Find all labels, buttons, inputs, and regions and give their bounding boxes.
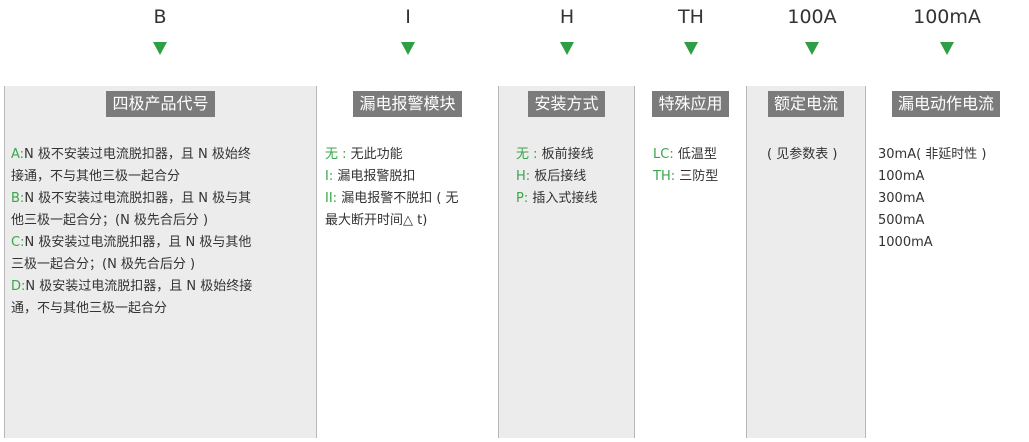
list-item: 通，不与其他三极一起合分 [11, 301, 168, 316]
list-item: 三极一起合分；(N 极先合后分 ) [11, 257, 196, 272]
column-header: 四极产品代号 [5, 91, 316, 117]
column-header: 额定电流 [747, 91, 865, 117]
column-four-pole-code: 四极产品代号 A:N 极不安装过电流脱扣器，且 N 极始终 接通，不与其他三极一… [4, 86, 317, 438]
list-item: 100mA [878, 169, 925, 184]
list-item: TH: 三防型 [653, 169, 719, 184]
column-mounting: 安装方式 无 : 板前接线 H: 板后接线 P: 插入式接线 [499, 86, 635, 438]
list-item: I: 漏电报警脱扣 [325, 169, 416, 184]
column-title: 特殊应用 [652, 91, 729, 117]
arrow-down-icon [805, 42, 819, 55]
list-item: 300mA [878, 191, 925, 206]
column-leakage-alarm: 漏电报警模块 无 : 无此功能 I: 漏电报警脱扣 II: 漏电报警不脱扣 ( … [317, 86, 499, 438]
list-item: 接通，不与其他三极一起合分 [11, 169, 181, 184]
column-body: 无 : 板前接线 H: 板后接线 P: 插入式接线 [499, 144, 634, 210]
column-header: 漏电报警模块 [317, 91, 498, 117]
list-item: 1000mA [878, 235, 933, 250]
list-item: 他三极一起合分；(N 极先合后分 ) [11, 213, 209, 228]
column-body: ( 见参数表 ) [747, 144, 865, 166]
column-rated-current: 额定电流 ( 见参数表 ) [747, 86, 866, 438]
arrow-down-icon [684, 42, 698, 55]
column-title: 安装方式 [528, 91, 605, 117]
column-body: A:N 极不安装过电流脱扣器，且 N 极始终 接通，不与其他三极一起合分 B:N… [5, 144, 316, 320]
list-item: P: 插入式接线 [516, 191, 598, 206]
list-item: ( 见参数表 ) [767, 147, 838, 162]
column-title: 四极产品代号 [106, 91, 215, 117]
column-title: 漏电动作电流 [891, 91, 1000, 117]
arrow-down-icon [401, 42, 415, 55]
list-item: 30mA( 非延时性 ) [878, 147, 987, 162]
column-header: 安装方式 [499, 91, 634, 117]
arrow-down-icon [560, 42, 574, 55]
column-special-application: 特殊应用 LC: 低温型 TH: 三防型 [635, 86, 747, 438]
code-100ma: 100mA [913, 6, 981, 28]
list-item: B:N 极不安装过电流脱扣器，且 N 极与其 [11, 191, 252, 206]
list-item: LC: 低温型 [653, 147, 717, 162]
arrow-down-icon [153, 42, 167, 55]
column-body: 30mA( 非延时性 ) 100mA 300mA 500mA 1000mA [866, 144, 1026, 254]
code-b: B [153, 6, 167, 28]
code-i: I [405, 6, 411, 28]
column-leakage-operating-current: 漏电动作电流 30mA( 非延时性 ) 100mA 300mA 500mA 10… [866, 86, 1026, 438]
list-item: H: 板后接线 [516, 169, 587, 184]
code-h: H [559, 6, 575, 28]
list-item: II: 漏电报警不脱扣 ( 无 [325, 191, 459, 206]
column-header: 漏电动作电流 [866, 91, 1026, 117]
column-title: 漏电报警模块 [353, 91, 462, 117]
list-item: C:N 极安装过电流脱扣器，且 N 极与其他 [11, 235, 252, 250]
list-item: 无 : 无此功能 [325, 147, 403, 162]
column-body: LC: 低温型 TH: 三防型 [635, 144, 746, 188]
code-100a: 100A [787, 6, 837, 28]
code-th: TH [678, 6, 704, 28]
list-item: A:N 极不安装过电流脱扣器，且 N 极始终 [11, 147, 251, 162]
list-item: D:N 极安装过电流脱扣器，且 N 极始终接 [11, 279, 253, 294]
list-item: 500mA [878, 213, 925, 228]
column-header: 特殊应用 [635, 91, 746, 117]
list-item: 无 : 板前接线 [516, 147, 594, 162]
arrow-down-icon [940, 42, 954, 55]
list-item: 最大断开时间△ t) [325, 213, 428, 228]
column-body: 无 : 无此功能 I: 漏电报警脱扣 II: 漏电报警不脱扣 ( 无 最大断开时… [317, 144, 498, 232]
column-title: 额定电流 [767, 91, 844, 117]
